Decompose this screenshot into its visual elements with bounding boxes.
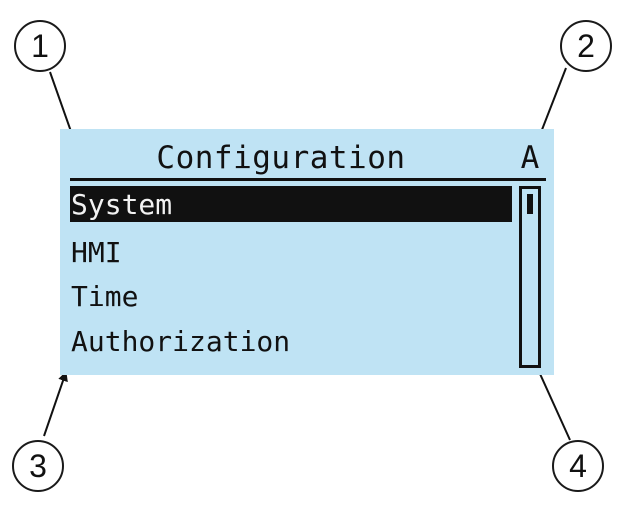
callout-3-arrow: [43, 371, 68, 437]
screen-title: Configuration: [156, 140, 406, 176]
menu-item-authorization[interactable]: Authorization: [71, 325, 291, 358]
mode-indicator: A: [520, 140, 540, 176]
callout-2: 2: [560, 20, 612, 72]
menu-item-time[interactable]: Time: [71, 280, 139, 313]
callout-2-arrow: [536, 67, 567, 141]
menu-item-system[interactable]: System: [70, 186, 512, 222]
callout-3: 3: [12, 440, 64, 492]
lcd-screen: Configuration A System HMI Time Authoriz…: [60, 129, 554, 375]
scroll-thumb[interactable]: [527, 194, 533, 214]
callout-4-arrow: [535, 364, 571, 441]
title-divider: [70, 178, 546, 181]
scrollbar[interactable]: [519, 186, 541, 368]
callout-1: 1: [14, 20, 66, 72]
callout-1-arrow: [49, 71, 76, 141]
menu-item-hmi[interactable]: HMI: [71, 236, 122, 269]
callout-4: 4: [552, 440, 604, 492]
